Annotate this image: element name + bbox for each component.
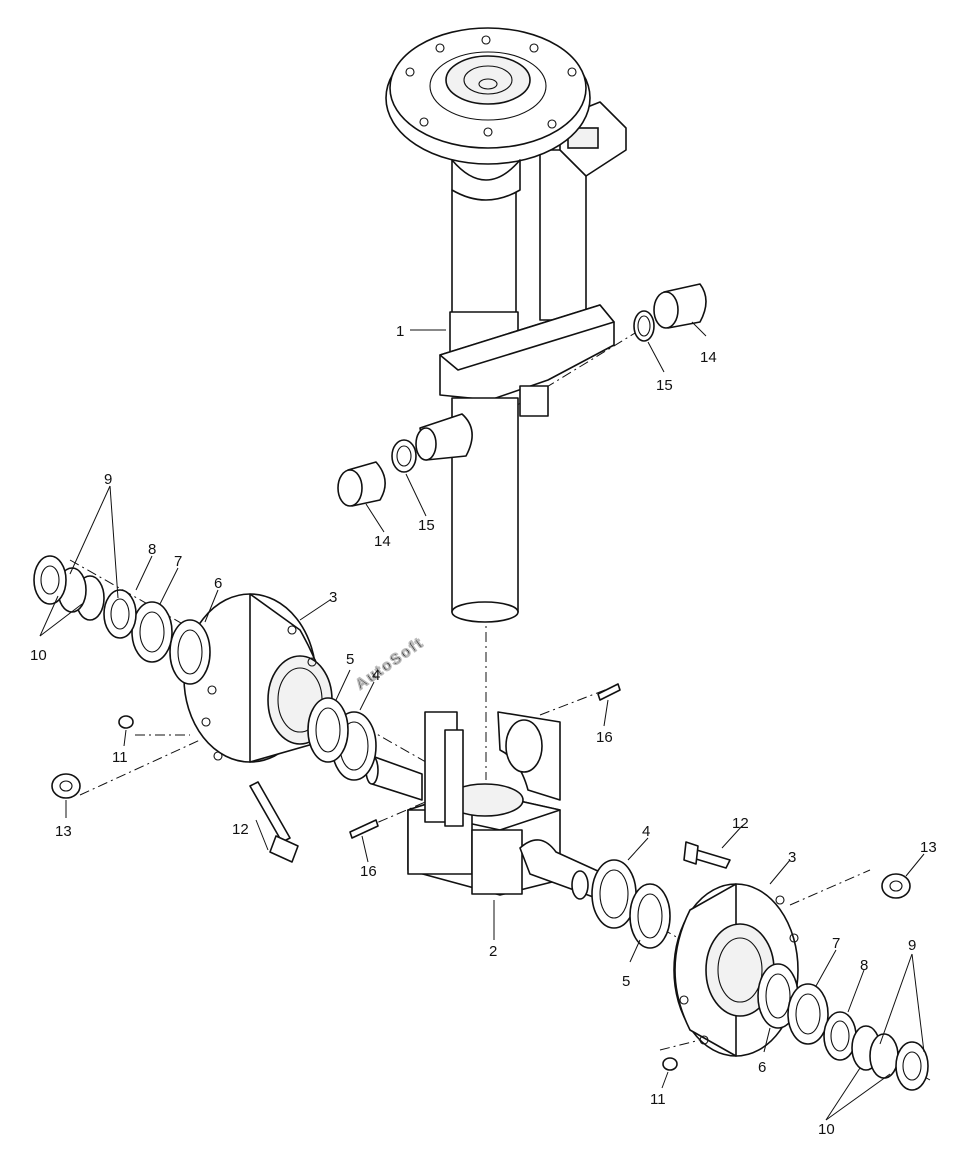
callout-label: 7 [832, 935, 840, 952]
callout-label: 13 [55, 823, 72, 840]
callout-label: 8 [860, 957, 868, 974]
callout-label: 5 [346, 651, 354, 668]
callout-label: 14 [374, 533, 391, 550]
callout-label: 11 [650, 1091, 666, 1108]
callout-leader-lines [39, 321, 925, 1121]
callout-label: 10 [818, 1121, 835, 1138]
callout-labels: 1 2 3 3 4 4 5 5 6 6 7 7 8 8 9 9 10 10 11… [30, 323, 937, 1138]
callout-label: 10 [30, 647, 47, 664]
callout-label: 16 [360, 863, 377, 880]
callout-label: 1 [396, 323, 404, 340]
callout-label: 3 [788, 849, 796, 866]
callout-label: 9 [104, 471, 112, 488]
callout-label: 16 [596, 729, 613, 746]
callout-label: 12 [232, 821, 249, 838]
callout-label: 3 [329, 589, 337, 606]
callout-label: 12 [732, 815, 749, 832]
callout-label: 15 [656, 377, 673, 394]
callout-label: 11 [112, 749, 128, 766]
callout-label: 6 [214, 575, 222, 592]
callout-label: 4 [642, 823, 650, 840]
callout-label: 4 [372, 667, 380, 684]
callout-label: 2 [489, 943, 497, 960]
fasteners [51, 683, 911, 1071]
bearing-rings-right [591, 859, 929, 1091]
callout-label: 5 [622, 973, 630, 990]
callout-label: 14 [700, 349, 717, 366]
callout-label: 15 [418, 517, 435, 534]
column-housing-part-1 [385, 27, 627, 623]
callout-label: 7 [174, 553, 182, 570]
callout-label: 13 [920, 839, 937, 856]
callout-label: 6 [758, 1059, 766, 1076]
watermark: AutoSoft [353, 634, 428, 693]
bearing-rings-left [33, 555, 377, 781]
central-housing-part-2 [365, 711, 601, 900]
callout-label: 9 [908, 937, 916, 954]
bushings-and-seals [337, 283, 707, 507]
callout-label: 8 [148, 541, 156, 558]
